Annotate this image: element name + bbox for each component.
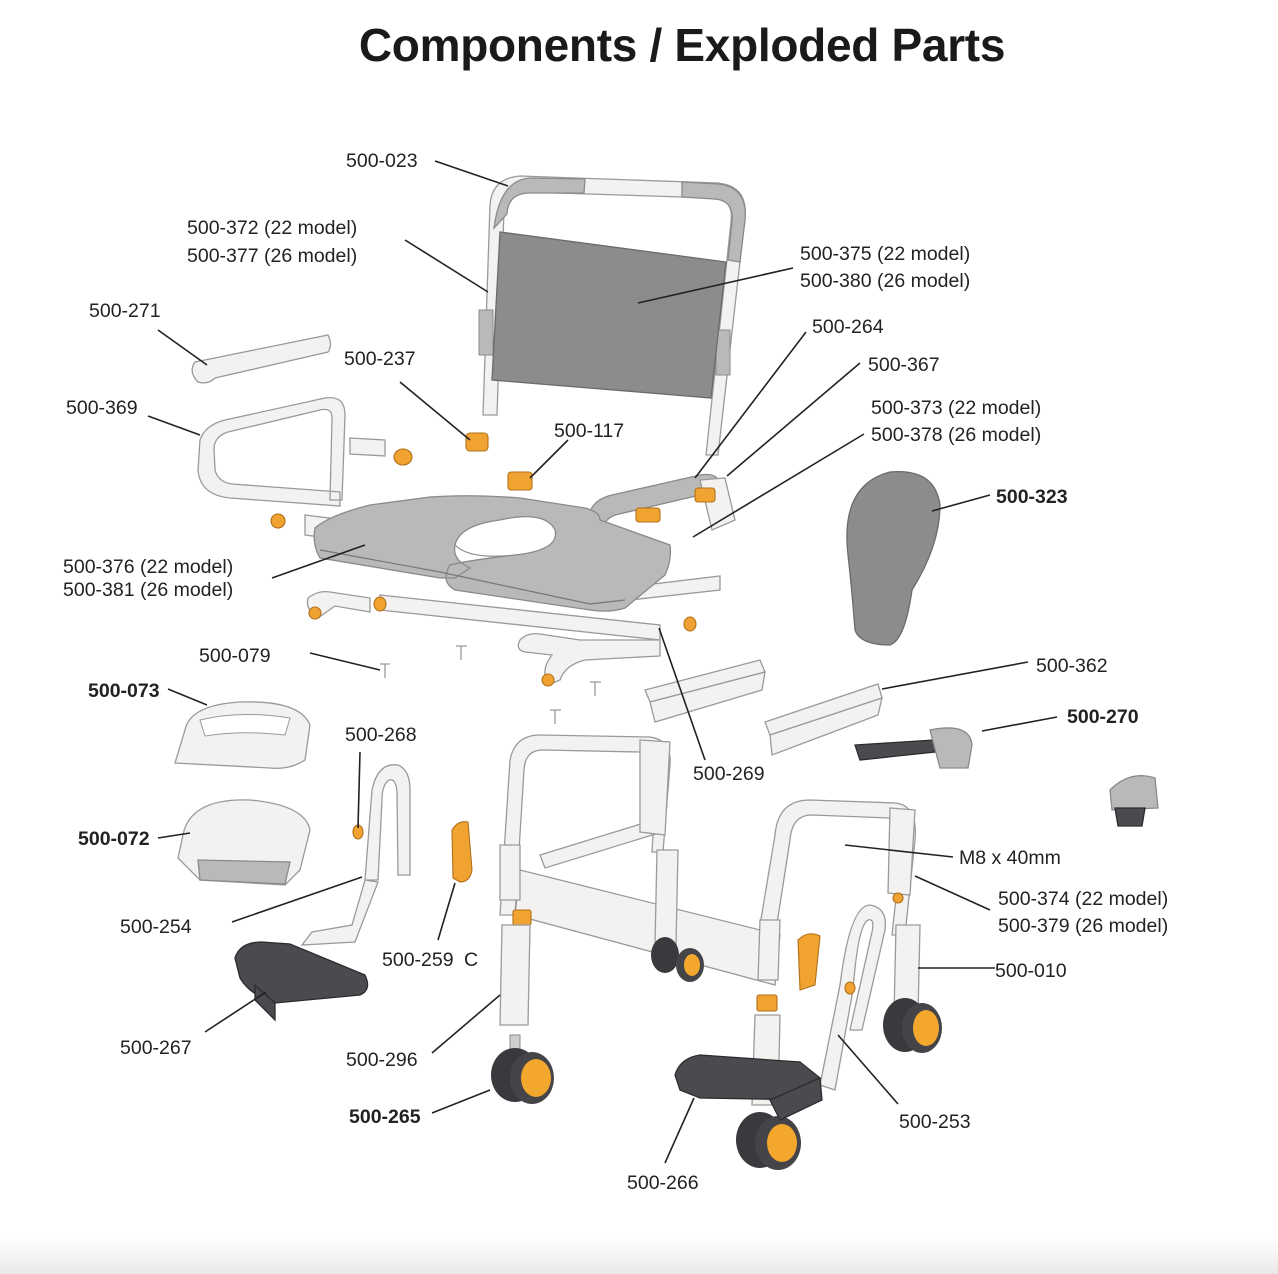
label-500-375: 500-375 (22 model) [800,243,970,265]
label-500-267: 500-267 [120,1037,192,1059]
label-500-010: 500-010 [995,960,1067,982]
label-500-270: 500-270 [1067,706,1139,728]
label-500-072: 500-072 [78,828,150,850]
label-m8x40mm: M8 x 40mm [959,847,1061,869]
castors [491,937,942,1170]
screws [380,645,601,724]
label-500-378: 500-378 (26 model) [871,424,1041,446]
footer-bar [0,1236,1278,1274]
label-500-373: 500-373 (22 model) [871,397,1041,419]
label-500-296: 500-296 [346,1049,418,1071]
page-title: Components / Exploded Parts [358,19,1006,71]
label-500-367: 500-367 [868,354,940,376]
label-500-380: 500-380 (26 model) [800,270,970,292]
seat [313,495,672,612]
backrest-frame [478,175,746,456]
label-500-362: 500-362 [1036,655,1108,677]
label-500-117: 500-117 [554,420,624,442]
label-500-259: 500-259 [382,949,454,971]
adjustment-sleeve [451,821,473,883]
armrest-pad-left [191,334,332,384]
label-500-264: 500-264 [812,316,884,338]
footplate-left [234,941,369,1022]
brake-bracket [854,727,1159,827]
label-500-253: 500-253 [899,1111,971,1133]
label-500-073: 500-073 [88,680,160,702]
label-500-079: 500-079 [199,645,271,667]
label-500-268: 500-268 [345,724,417,746]
plugs-and-caps [270,432,716,687]
label-500-374: 500-374 (22 model) [998,888,1168,910]
backrest-upholstery [491,231,727,399]
label-500-259-suffix: C [464,949,478,971]
label-500-269: 500-269 [693,763,765,785]
commode-bucket [174,701,311,886]
label-500-323: 500-323 [996,486,1068,508]
label-500-271: 500-271 [89,300,161,322]
footrest-hanger-right [819,904,887,1091]
leg-pad [846,470,941,646]
label-500-369: 500-369 [66,397,138,419]
label-500-381: 500-381 (26 model) [63,579,233,601]
part-labels: 500-023 500-372 (22 model) 500-377 (26 m… [63,150,1168,1194]
label-500-266: 500-266 [627,1172,699,1194]
rails [644,659,883,756]
label-500-376: 500-376 (22 model) [63,556,233,578]
label-500-377: 500-377 (26 model) [187,245,357,267]
label-500-265: 500-265 [349,1106,421,1128]
label-500-379: 500-379 (26 model) [998,915,1168,937]
chair-illustration [174,175,1159,1170]
label-500-023: 500-023 [346,150,418,172]
label-500-237: 500-237 [344,348,416,370]
footrest-hanger-left [300,764,411,946]
label-500-254: 500-254 [120,916,192,938]
label-500-372: 500-372 (22 model) [187,217,357,239]
leg-left [499,924,531,1026]
leader-lines [147,160,1058,1164]
